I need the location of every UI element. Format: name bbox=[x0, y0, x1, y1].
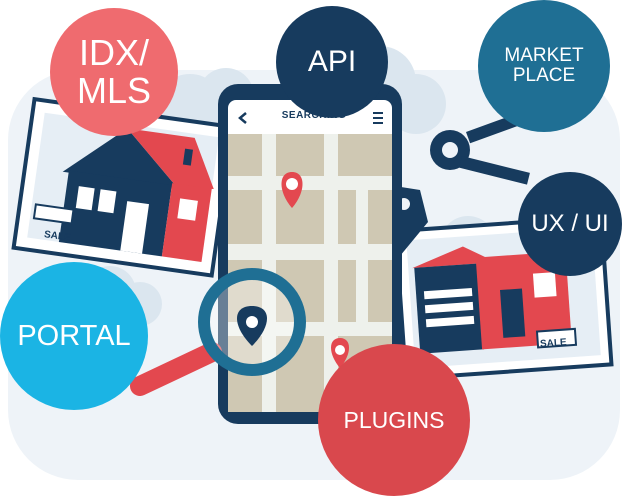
home-pin-icon bbox=[281, 172, 303, 208]
magnifier-icon bbox=[130, 268, 306, 396]
phone-title: SEARCHING bbox=[281, 110, 347, 121]
menu-icon bbox=[373, 112, 383, 124]
idx-mls-bubble[interactable]: IDX/ MLS bbox=[50, 8, 178, 136]
sale-sign-left bbox=[32, 203, 75, 225]
idx-label-line2: MLS bbox=[76, 70, 152, 111]
plugins-bubble[interactable]: PLUGINS bbox=[318, 344, 470, 496]
api-label: API bbox=[307, 45, 357, 79]
house-icon bbox=[58, 128, 214, 262]
marketplace-label-line2: PLACE bbox=[512, 65, 576, 86]
idx-label-line1: IDX/ bbox=[78, 32, 149, 74]
marketplace-bubble[interactable]: MARKET PLACE bbox=[478, 0, 610, 132]
house-icon bbox=[412, 246, 572, 354]
portal-bubble[interactable]: PORTAL bbox=[0, 262, 148, 410]
sale-text-right: SALE bbox=[539, 337, 568, 350]
api-bubble[interactable]: API bbox=[276, 6, 388, 118]
ux-ui-label: UX / UI bbox=[531, 210, 609, 238]
plugins-label: PLUGINS bbox=[343, 406, 445, 433]
left-house-card bbox=[11, 96, 235, 278]
back-arrow-icon bbox=[238, 112, 247, 124]
portal-label: PORTAL bbox=[17, 319, 131, 352]
marketplace-label-line1: MARKET bbox=[504, 45, 584, 67]
ux-ui-bubble[interactable]: UX / UI bbox=[518, 172, 622, 276]
sale-sign-right bbox=[535, 327, 578, 349]
